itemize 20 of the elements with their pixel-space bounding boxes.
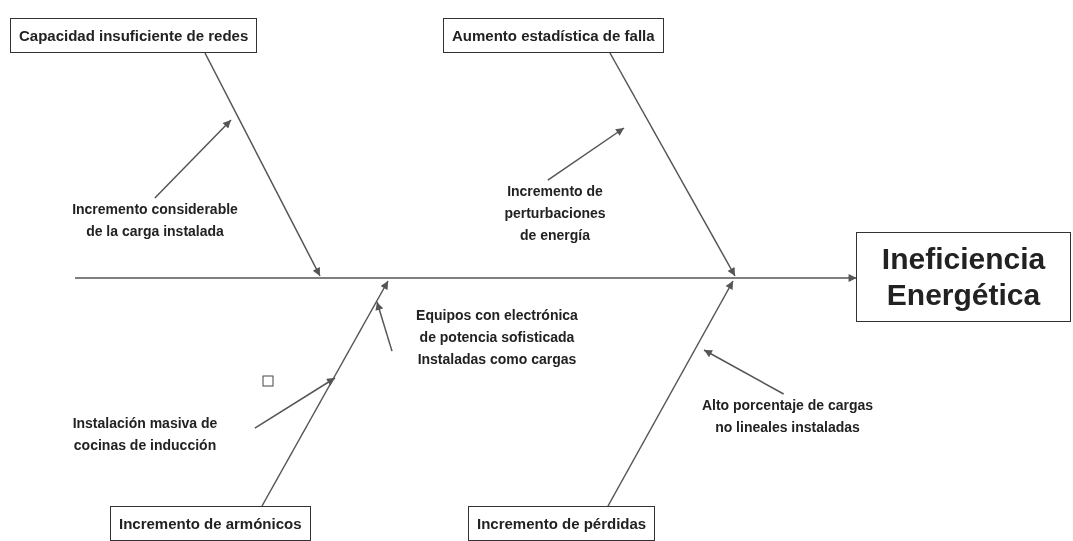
arrow: [154, 119, 232, 199]
arrow: [703, 349, 785, 395]
arrow: [609, 52, 736, 277]
cause-category-box: Incremento de armónicos: [110, 506, 311, 541]
arrow: [547, 127, 625, 181]
cause-text: Alto porcentaje de cargas no lineales instaladas: [700, 394, 875, 438]
effect-category-box: Aumento estadística de falla: [443, 18, 664, 53]
arrow: [254, 377, 336, 429]
cause-text: Equipos con electrónica de potencia sofisticada Instaladas como cargas: [392, 304, 602, 370]
cause-text: Incremento considerable de la carga instalada: [40, 198, 270, 242]
problem-head-box: Ineficiencia Energética: [856, 232, 1071, 322]
effect-category-box: Capacidad insuficiente de redes: [10, 18, 258, 53]
cause-category-box: Incremento de pérdidas: [468, 506, 656, 541]
cause-text: Instalación masiva de cocinas de inducción: [35, 412, 255, 456]
arrow: [607, 280, 734, 507]
arrow: [204, 52, 321, 277]
spine-arrow: [74, 274, 858, 282]
arrow: [261, 280, 389, 507]
cause-text: Incremento de perturbaciones de energía: [485, 180, 625, 246]
arrow: [375, 301, 393, 352]
